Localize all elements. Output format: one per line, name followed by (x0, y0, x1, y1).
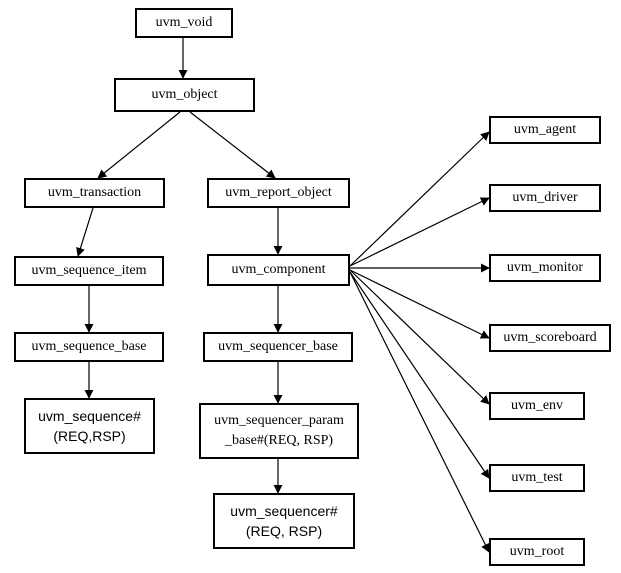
arrow-uvm-object-to-uvm-report-object (189, 111, 276, 179)
arrow-uvm-component-to-uvm-test (349, 271, 490, 479)
arrow-uvm-object-to-uvm-transaction (97, 111, 181, 179)
node-label-line-2: (REQ, RSP) (245, 523, 323, 539)
node-uvm-transaction: uvm_transaction (24, 178, 165, 208)
arrow-uvm-transaction-to-uvm-sequence-item (76, 207, 94, 257)
node-uvm-object: uvm_object (114, 78, 255, 112)
arrow-uvm-component-to-uvm-driver (349, 197, 490, 267)
node-label: uvm_sequencer_base (218, 339, 338, 354)
node-label: uvm_component (231, 262, 326, 277)
node-uvm-scoreboard: uvm_scoreboard (489, 324, 611, 352)
node-label: uvm_sequence_base (31, 339, 147, 354)
node-label: uvm_transaction (47, 185, 142, 200)
node-uvm-component: uvm_component (207, 254, 350, 286)
node-label: uvm_object (151, 87, 218, 102)
node-label: uvm_agent (513, 122, 577, 137)
node-uvm-monitor: uvm_monitor (489, 254, 601, 282)
node-label-line-1: uvm_sequencer# (230, 503, 338, 519)
node-uvm-sequencer-param-base: uvm_sequencer_param _base#(REQ, RSP) (199, 403, 359, 459)
node-uvm-sequencer: uvm_sequencer# (REQ, RSP) (213, 493, 355, 549)
node-uvm-sequence-base: uvm_sequence_base (14, 332, 164, 362)
node-label: uvm_sequence_item (31, 263, 147, 278)
node-label-line-2: (REQ,RSP) (53, 428, 126, 444)
node-uvm-test: uvm_test (489, 464, 585, 492)
node-uvm-agent: uvm_agent (489, 116, 601, 144)
node-label-line-1: uvm_sequence# (38, 408, 141, 424)
node-label: uvm_root (509, 544, 565, 559)
arrow-uvm-component-to-uvm-root (349, 271, 490, 553)
node-uvm-sequencer-base: uvm_sequencer_base (203, 332, 353, 362)
arrow-uvm-component-to-uvm-env (349, 269, 490, 405)
node-label-line-2: _base#(REQ, RSP) (224, 433, 334, 448)
node-label: uvm_report_object (225, 185, 332, 200)
node-uvm-root: uvm_root (489, 538, 585, 566)
node-label: uvm_scoreboard (503, 330, 597, 345)
node-label-line-1: uvm_sequencer_param (214, 413, 344, 428)
node-label: uvm_test (511, 470, 563, 485)
arrow-uvm-component-to-uvm-scoreboard (349, 269, 490, 339)
node-uvm-sequence: uvm_sequence# (REQ,RSP) (24, 398, 155, 454)
node-label: uvm_monitor (506, 260, 584, 275)
node-uvm-driver: uvm_driver (489, 184, 601, 212)
node-uvm-env: uvm_env (489, 392, 585, 420)
node-label: uvm_env (510, 398, 564, 413)
node-label: uvm_void (155, 15, 213, 30)
node-label: uvm_driver (512, 190, 578, 205)
arrow-uvm-component-to-uvm-agent (349, 131, 490, 267)
node-uvm-void: uvm_void (135, 8, 233, 38)
node-uvm-sequence-item: uvm_sequence_item (14, 256, 164, 286)
node-uvm-report-object: uvm_report_object (207, 178, 350, 208)
